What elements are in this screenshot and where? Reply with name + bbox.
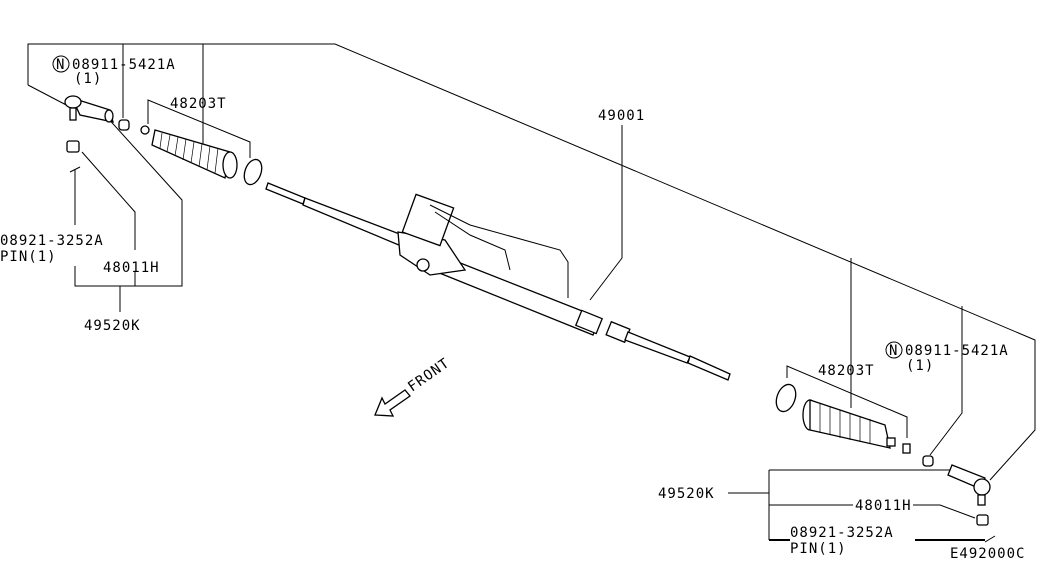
front-label: FRONT xyxy=(405,355,453,395)
figure-code: E492000C xyxy=(950,546,1025,562)
cotter-pin-left xyxy=(69,166,81,173)
nut-right-qty: (1) xyxy=(906,358,934,374)
pin-right-name: PIN(1) xyxy=(790,541,847,557)
nut-left-qty: (1) xyxy=(74,71,102,87)
socket-left-number: 48011H xyxy=(103,260,160,276)
nut-left-mark: N xyxy=(56,57,65,73)
nut-right-mark: N xyxy=(889,343,898,359)
lock-nut-left xyxy=(118,119,130,131)
socket-right-number: 48011H xyxy=(855,498,912,514)
gear-assembly-number: 49001 xyxy=(598,108,645,124)
tie-rod-end-left-number: 49520K xyxy=(84,318,141,334)
steering-gear-assembly xyxy=(265,182,731,381)
boot-clamp-left xyxy=(243,158,263,186)
boot-clamp-right xyxy=(775,383,797,413)
n-mark-icon-right xyxy=(885,341,903,359)
pin-left-number: 08921-3252A xyxy=(0,233,104,249)
cotter-pin-right xyxy=(984,535,996,543)
boot-clip-left xyxy=(140,125,150,135)
tie-rod-end-right-number: 49520K xyxy=(658,486,715,502)
lock-nut-right xyxy=(922,455,934,467)
tie-rod-end-left xyxy=(64,95,114,123)
nut-left-number: 08911-5421A xyxy=(72,57,176,73)
pin-left-name: PIN(1) xyxy=(0,249,57,265)
castle-nut-right xyxy=(976,514,989,526)
nut-right-number: 08911-5421A xyxy=(905,343,1009,359)
boot-right xyxy=(802,399,896,449)
pin-right-number: 08921-3252A xyxy=(790,525,894,541)
front-arrow-icon xyxy=(374,389,411,417)
leader-lines xyxy=(27,43,1036,541)
boot-left-number: 48203T xyxy=(170,96,227,112)
boot-right-number: 48203T xyxy=(818,363,875,379)
tie-rod-end-right xyxy=(947,464,991,506)
castle-nut-left xyxy=(66,140,80,153)
boot-clip-right xyxy=(902,443,911,454)
boot-left xyxy=(151,129,238,179)
n-mark-icon xyxy=(52,55,70,73)
